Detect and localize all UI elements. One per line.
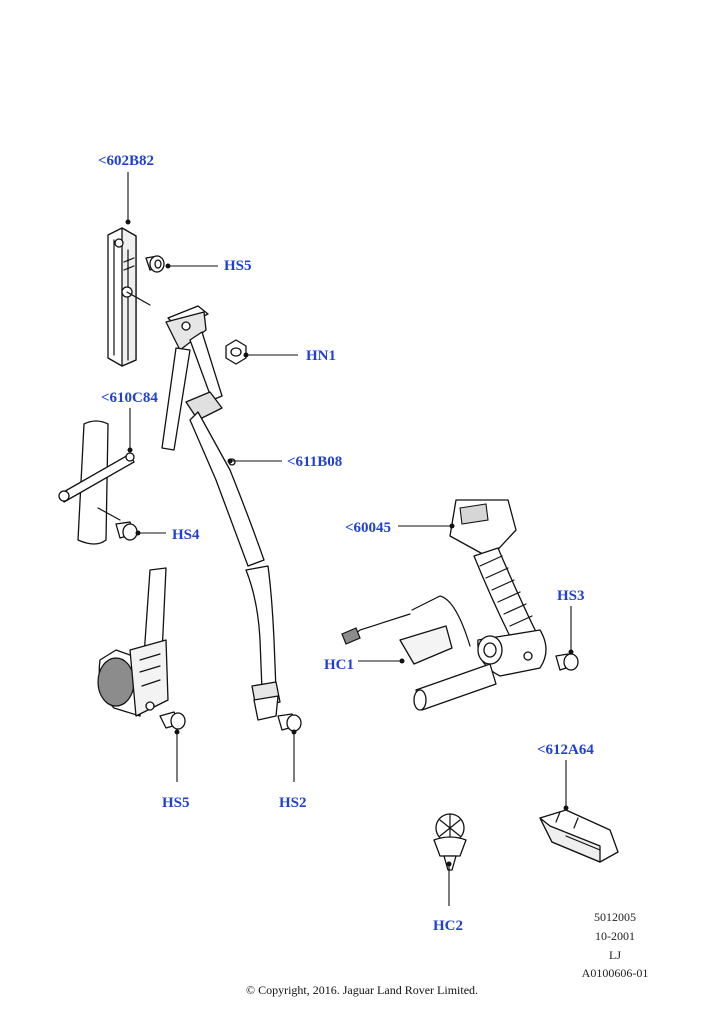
drawing-number: 5012005 bbox=[594, 910, 636, 924]
drawing-model-code: LJ bbox=[609, 948, 621, 962]
seat-belt-webbing[interactable] bbox=[161, 305, 281, 721]
hs4-bolt[interactable] bbox=[115, 521, 138, 541]
callout-60045[interactable]: <60045 bbox=[345, 520, 392, 536]
callout-hs2[interactable]: HS2 bbox=[279, 795, 307, 811]
drawing-date: 10-2001 bbox=[595, 929, 635, 943]
hs5-upper-bolt[interactable] bbox=[145, 255, 165, 273]
callout-hs5-lower[interactable]: HS5 bbox=[162, 795, 190, 811]
callout-602b82[interactable]: <602B82 bbox=[98, 153, 155, 169]
copyright-notice: © Copyright, 2016. Jaguar Land Rover Lim… bbox=[245, 983, 479, 997]
hs2-bolt[interactable] bbox=[277, 713, 302, 732]
seat-belt-buckle[interactable] bbox=[341, 499, 547, 711]
callout-610c84[interactable]: <610C84 bbox=[101, 390, 158, 406]
upper-anchor-bracket[interactable] bbox=[107, 227, 151, 367]
lower-anchor-rod[interactable] bbox=[58, 420, 135, 545]
callout-hc1[interactable]: HC1 bbox=[324, 657, 354, 673]
hs5-lower-bolt[interactable] bbox=[159, 711, 186, 730]
callout-612a64[interactable]: <612A64 bbox=[537, 742, 594, 758]
callout-hs3[interactable]: HS3 bbox=[557, 588, 585, 604]
hc2-clip[interactable] bbox=[433, 813, 467, 871]
callout-hs5-upper[interactable]: HS5 bbox=[224, 258, 252, 274]
hn1-nut[interactable] bbox=[225, 339, 247, 365]
callout-hn1[interactable]: HN1 bbox=[306, 348, 336, 364]
callout-hc2[interactable]: HC2 bbox=[433, 918, 463, 934]
callout-611b08[interactable]: <611B08 bbox=[287, 454, 343, 470]
retractor-assembly[interactable] bbox=[97, 567, 169, 717]
hs3-bolt[interactable] bbox=[555, 653, 579, 671]
drawing-reference: A0100606-01 bbox=[581, 966, 649, 980]
callout-hs4[interactable]: HS4 bbox=[172, 527, 200, 543]
electrical-connector[interactable] bbox=[539, 809, 619, 863]
